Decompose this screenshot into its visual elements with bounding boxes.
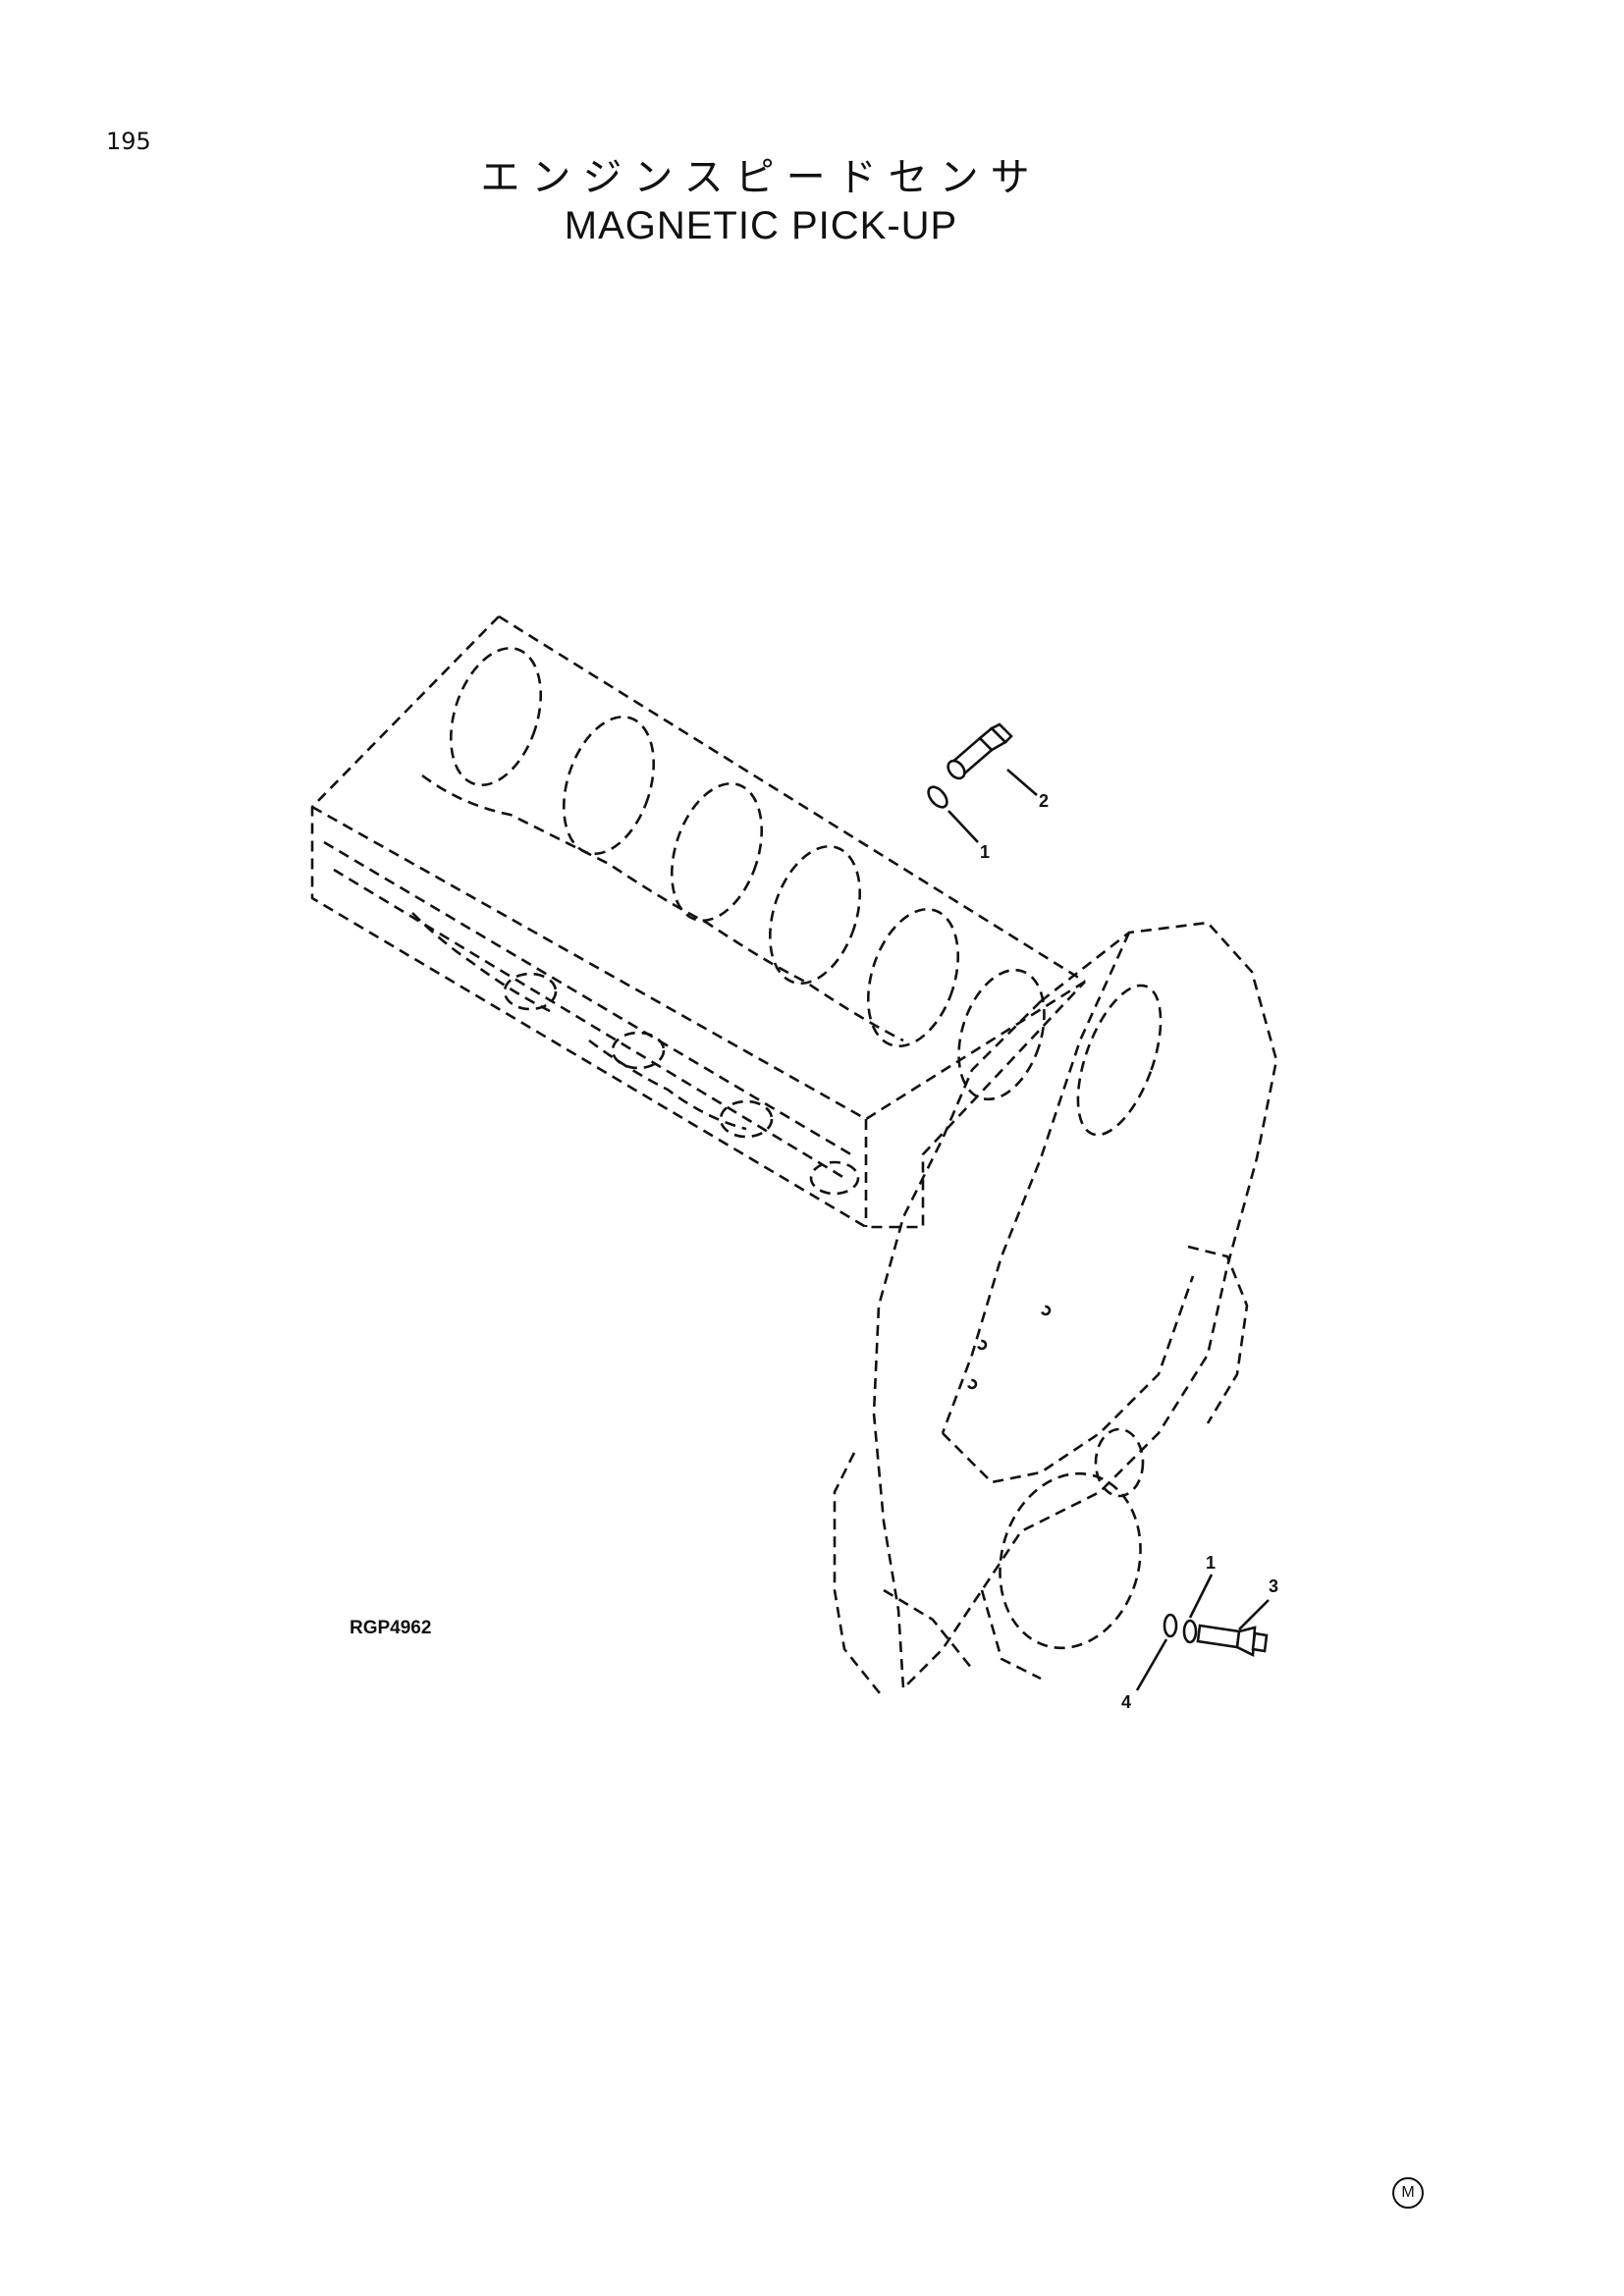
- leader-line-upper-oring: [947, 810, 979, 843]
- drawing-reference-number: RGP4962: [350, 1618, 432, 1638]
- lower-washer: [1163, 1613, 1178, 1638]
- page-title-japanese: エンジンスピードセンサ: [480, 155, 1042, 200]
- leader-line-lower-washer: [1135, 1638, 1168, 1691]
- upper-o-ring: [927, 785, 948, 809]
- leader-line-lower-sensor: [1238, 1599, 1270, 1630]
- flywheel-housing-outline: [833, 921, 1278, 1699]
- callout-upper-oring: 1: [980, 842, 990, 862]
- leader-line-lower-oring: [1188, 1574, 1214, 1619]
- callout-upper-sensor: 2: [1039, 791, 1049, 811]
- lower-magnetic-pickup-sensor: [1196, 1624, 1269, 1658]
- lower-o-ring: [1182, 1619, 1198, 1644]
- page-number: 195: [106, 128, 151, 155]
- callout-lower-oring: 1: [1206, 1553, 1216, 1573]
- upper-magnetic-pickup-sensor: [947, 722, 1013, 780]
- page-title-english: MAGNETIC PICK-UP: [564, 204, 958, 247]
- callout-lower-sensor: 3: [1269, 1576, 1278, 1596]
- leader-line-upper-sensor: [1006, 769, 1038, 796]
- corner-mark: M: [1392, 2177, 1424, 2209]
- engine-block-outline: [310, 614, 1086, 1229]
- callout-lower-washer: 4: [1121, 1692, 1131, 1712]
